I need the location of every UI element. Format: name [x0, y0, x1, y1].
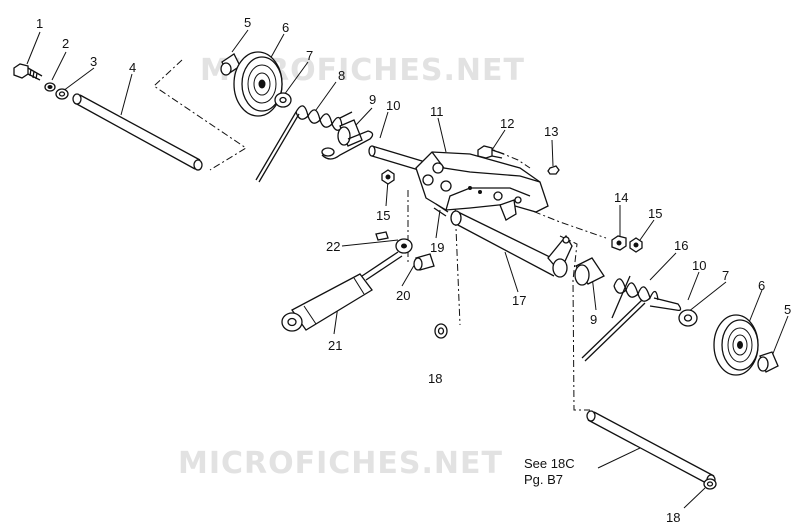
- callout-15-right: 15: [648, 206, 662, 221]
- part-20-bushing: [413, 253, 435, 271]
- callout-14: 14: [614, 190, 628, 205]
- watermark-bottom: MICROFICHES.NET: [178, 446, 503, 481]
- reference-note: See 18C Pg. B7: [524, 456, 575, 487]
- callout-9: 9: [369, 92, 376, 107]
- part-8-torsion-spring: [255, 105, 353, 183]
- part-12-bolt: [477, 145, 505, 159]
- leader-lines: [26, 29, 789, 509]
- callout-15-left: 15: [376, 208, 390, 223]
- part-17-swing-arm: [450, 210, 573, 278]
- part-9-bushing: [337, 119, 363, 147]
- part-4-axle: [72, 93, 203, 171]
- callout-18-center: 18: [428, 371, 442, 386]
- callout-12: 12: [500, 116, 514, 131]
- shock-upper-eye: [395, 238, 413, 254]
- callout-10: 10: [386, 98, 400, 113]
- part-5-bushing: [220, 53, 241, 76]
- callout-5: 5: [244, 15, 251, 30]
- callout-16: 16: [674, 238, 688, 253]
- callout-22: 22: [326, 239, 340, 254]
- callout-7-right: 7: [722, 268, 729, 283]
- part-13-nut: [547, 165, 560, 175]
- part-1-bolt: [13, 63, 43, 81]
- part-19-pin: [433, 203, 449, 217]
- callout-4: 4: [129, 60, 136, 75]
- callout-6: 6: [282, 20, 289, 35]
- part-21-shock-absorber: [281, 251, 403, 332]
- part-18-washer-lower: [703, 478, 717, 490]
- part-14-nut: [611, 235, 627, 251]
- callout-9-right: 9: [590, 312, 597, 327]
- part-15-nut-right: [629, 237, 643, 253]
- part-10-spring-hook-right: [649, 297, 682, 312]
- callout-20: 20: [396, 288, 410, 303]
- part-22-pin: [375, 231, 389, 241]
- callout-19: 19: [430, 240, 444, 255]
- reference-note-line-2: Pg. B7: [524, 472, 563, 487]
- part-7-washer: [274, 92, 292, 108]
- part-7-washer-right: [678, 309, 698, 327]
- part-16-torsion-spring: [581, 275, 659, 362]
- reference-note-line-1: See 18C: [524, 456, 575, 471]
- callout-7: 7: [306, 48, 313, 63]
- callout-13: 13: [544, 124, 558, 139]
- callout-1: 1: [36, 16, 43, 31]
- callout-5-right: 5: [784, 302, 791, 317]
- part-15-nut-left: [381, 169, 395, 185]
- callout-18-lower: 18: [666, 510, 680, 525]
- callout-6-right: 6: [758, 278, 765, 293]
- part-18-washer-center: [434, 323, 448, 339]
- callout-10-right: 10: [692, 258, 706, 273]
- part-6-idler-wheel: [233, 51, 283, 117]
- part-3-washer: [55, 88, 69, 100]
- callout-17: 17: [512, 293, 526, 308]
- part-6-idler-wheel-right: [713, 314, 759, 376]
- lower-axle: [586, 410, 716, 486]
- part-9-bushing-right: [574, 257, 605, 286]
- callout-2: 2: [62, 36, 69, 51]
- part-5-bushing-right: [757, 351, 779, 373]
- callout-11: 11: [430, 104, 444, 119]
- callout-8: 8: [338, 68, 345, 83]
- part-2-washer: [44, 82, 56, 92]
- callout-21: 21: [328, 338, 342, 353]
- part-10-spring-hook: [321, 130, 374, 160]
- part-11-pivot-bracket: [415, 151, 549, 221]
- callout-3: 3: [90, 54, 97, 69]
- callout-labels: 1 2 3 4 5 6 7 8 9 10 11 12 13 15 14 15 1…: [36, 15, 791, 525]
